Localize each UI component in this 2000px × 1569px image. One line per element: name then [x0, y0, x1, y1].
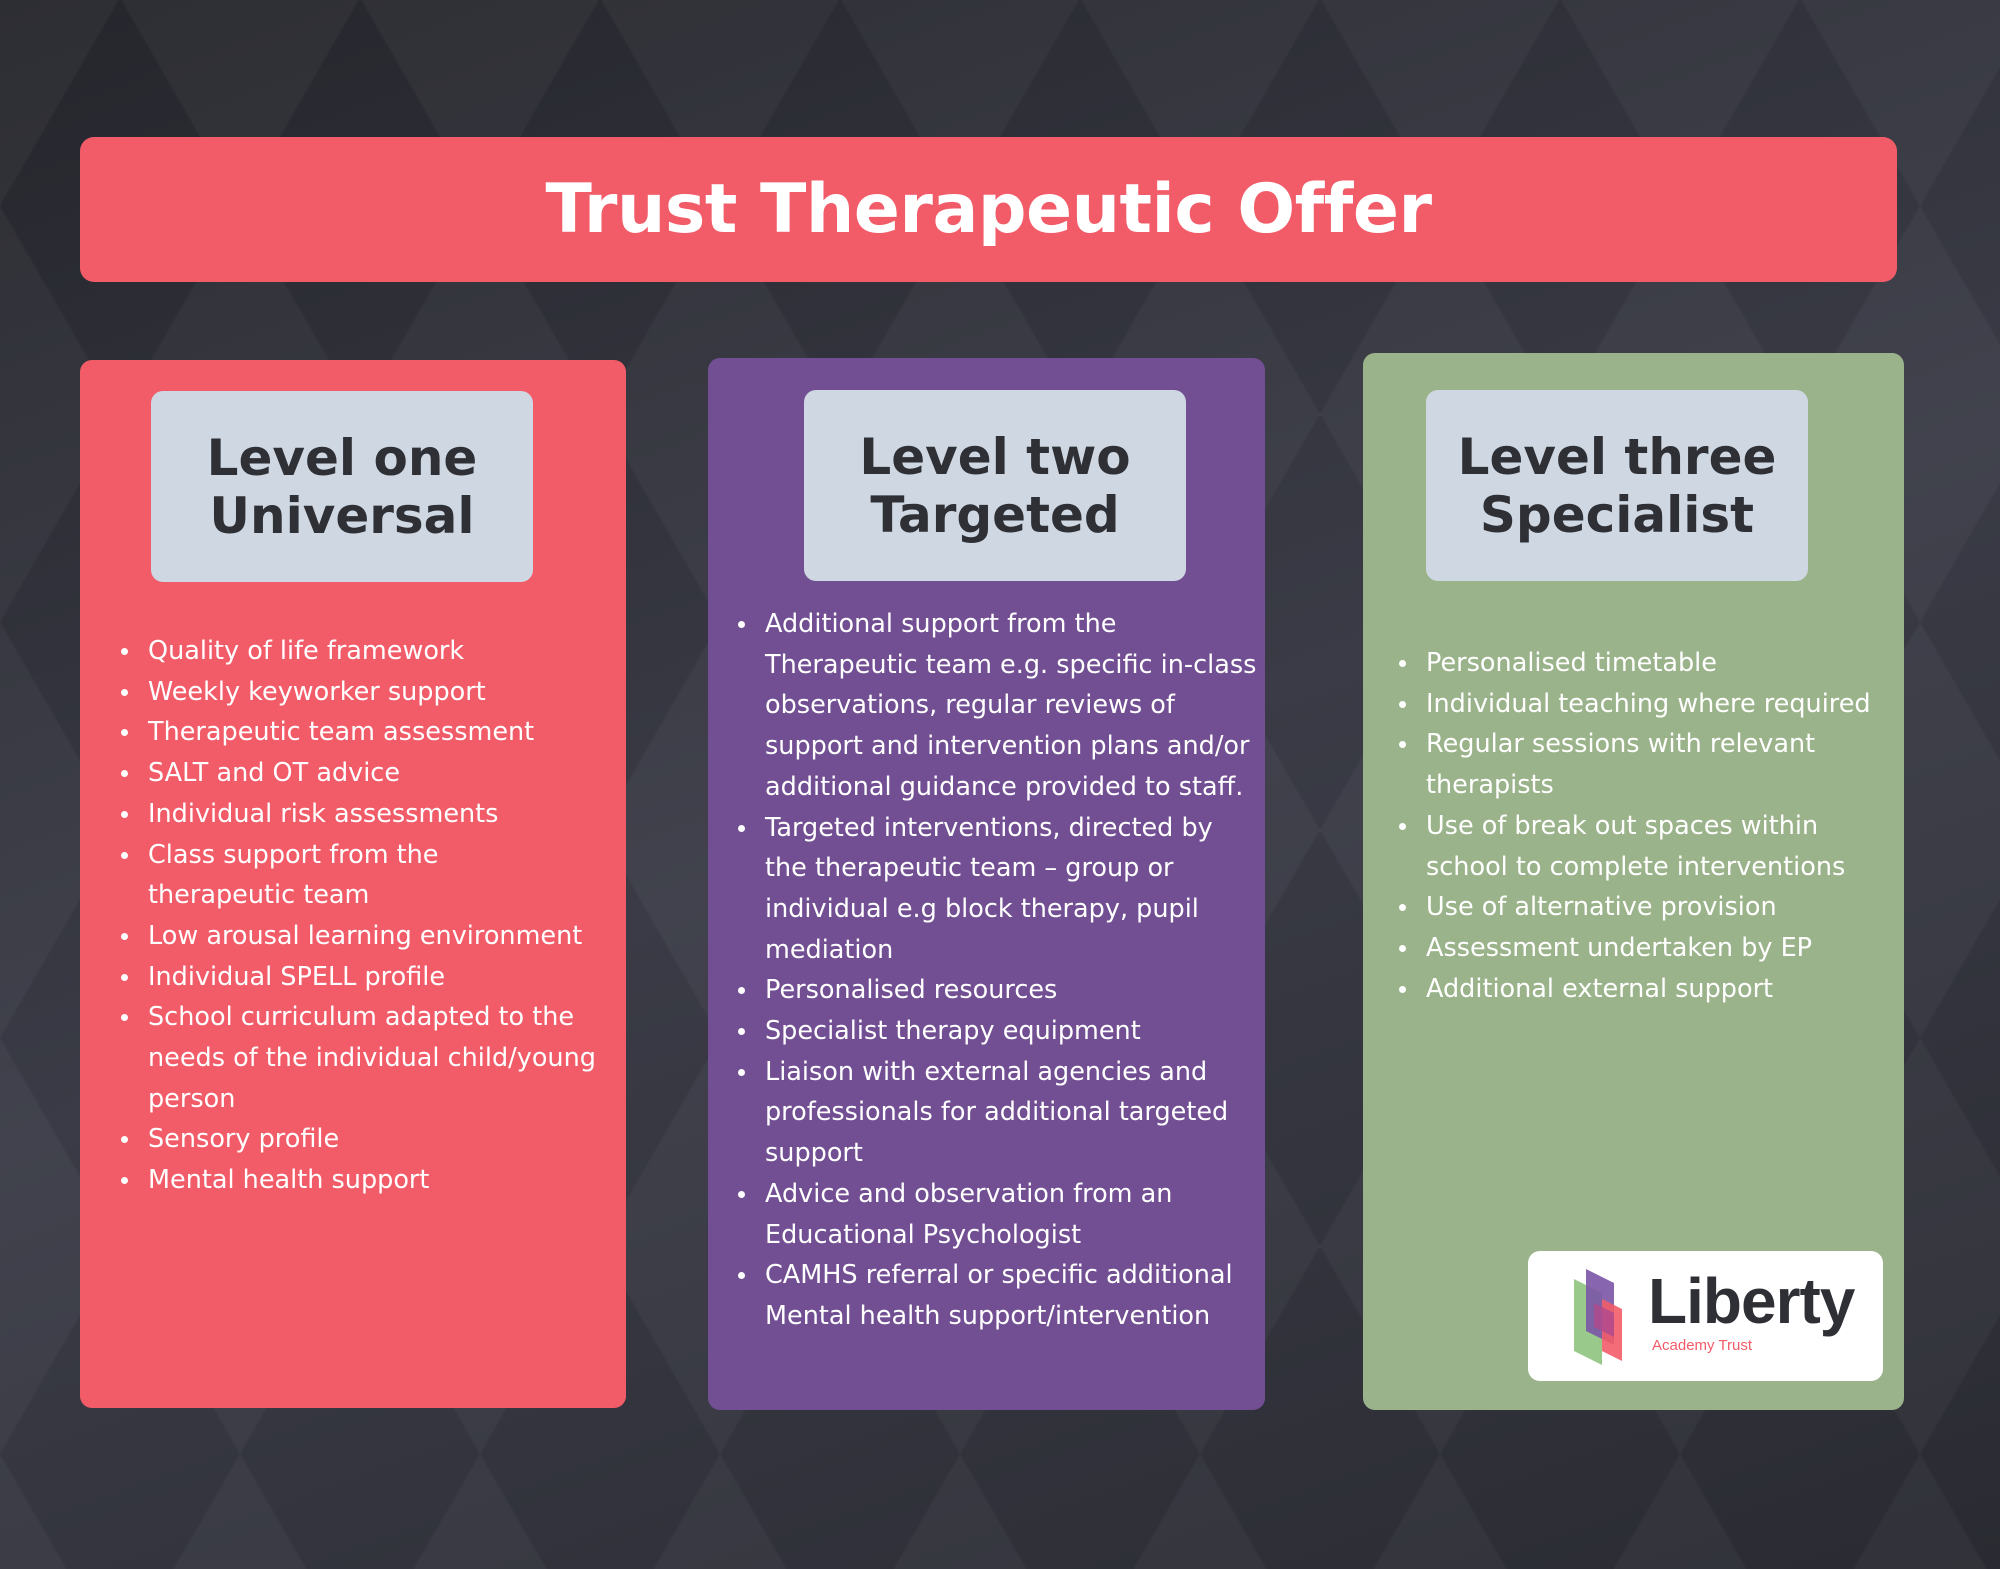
level-one-heading-line1: Level one	[206, 428, 478, 487]
list-item: Individual teaching where required	[1396, 684, 1896, 725]
list-item: Individual risk assessments	[118, 794, 618, 835]
level-three-card: Level three Specialist Personalised time…	[1363, 353, 1904, 1410]
list-item: School curriculum adapted to the needs o…	[118, 997, 618, 1119]
level-one-card: Level one Universal Quality of life fram…	[80, 360, 626, 1408]
level-two-list: Additional support from the Therapeutic …	[735, 604, 1261, 1337]
list-item: CAMHS referral or specific additional Me…	[735, 1255, 1261, 1336]
liberty-mark-icon	[1574, 1269, 1622, 1365]
level-three-heading-line1: Level three	[1457, 427, 1777, 486]
list-item: Additional support from the Therapeutic …	[735, 604, 1261, 808]
title-banner: Trust Therapeutic Offer	[80, 137, 1897, 282]
level-two-card: Level two Targeted Additional support fr…	[708, 358, 1265, 1410]
list-item: Personalised resources	[735, 970, 1261, 1011]
list-item: Quality of life framework	[118, 631, 618, 672]
list-item: Personalised timetable	[1396, 643, 1896, 684]
level-three-list: Personalised timetable Individual teachi…	[1396, 643, 1896, 1009]
level-one-list: Quality of life framework Weekly keywork…	[118, 631, 618, 1201]
logo-subtitle: Academy Trust	[1652, 1337, 1753, 1354]
list-item: Class support from the therapeutic team	[118, 835, 478, 916]
level-two-heading-line2: Targeted	[870, 485, 1120, 544]
logo-wordmark: Liberty	[1648, 1265, 1855, 1337]
list-item: Regular sessions with relevant therapist…	[1396, 724, 1896, 805]
level-two-heading-line1: Level two	[859, 427, 1131, 486]
list-item: Sensory profile	[118, 1119, 618, 1160]
level-three-heading-line2: Specialist	[1479, 485, 1755, 544]
list-item: Specialist therapy equipment	[735, 1011, 1261, 1052]
level-two-heading: Level two Targeted	[804, 390, 1186, 581]
list-item: Low arousal learning environment	[118, 916, 618, 957]
list-item: Use of break out spaces within school to…	[1396, 806, 1896, 887]
list-item: Use of alternative provision	[1396, 887, 1896, 928]
list-item: SALT and OT advice	[118, 753, 618, 794]
list-item: Liaison with external agencies and profe…	[735, 1052, 1261, 1174]
liberty-logo: Liberty Academy Trust	[1528, 1251, 1883, 1381]
list-item: Additional external support	[1396, 969, 1896, 1010]
list-item: Individual SPELL profile	[118, 957, 618, 998]
list-item: Assessment undertaken by EP	[1396, 928, 1896, 969]
list-item: Weekly keyworker support	[118, 672, 618, 713]
level-one-heading-line2: Universal	[209, 486, 475, 545]
page-title: Trust Therapeutic Offer	[545, 170, 1432, 249]
list-item: Targeted interventions, directed by the …	[735, 808, 1261, 971]
list-item: Therapeutic team assessment	[118, 712, 618, 753]
level-three-heading: Level three Specialist	[1426, 390, 1808, 581]
list-item: Mental health support	[118, 1160, 618, 1201]
level-one-heading: Level one Universal	[151, 391, 533, 582]
list-item: Advice and observation from an Education…	[735, 1174, 1261, 1255]
